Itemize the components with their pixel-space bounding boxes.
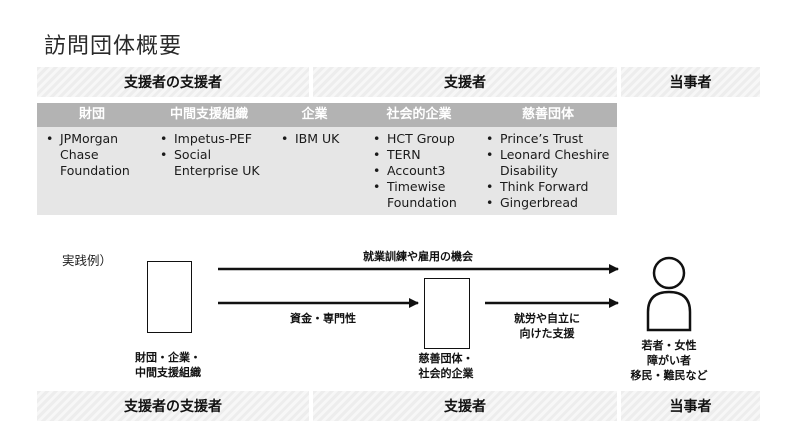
list-intermediary: Impetus-PEF Social Enterprise UK: [158, 131, 270, 179]
category-label: 当事者: [669, 399, 712, 415]
category-label: 支援者の支援者: [124, 399, 222, 415]
column-header-foundation: 財団: [78, 107, 105, 122]
page-title: 訪問団体概要: [44, 34, 183, 59]
column-header-intermediary: 中間支援組織: [169, 107, 248, 122]
list-item: Prince’s Trust: [484, 131, 618, 147]
category-label: 支援者の支援者: [124, 75, 222, 91]
list-item: HCT Group: [371, 131, 479, 147]
funder-box: [147, 261, 192, 333]
beneficiary-caption: 若者・女性 障がい者 移民・難民など: [630, 339, 708, 382]
list-item: Account3: [371, 163, 479, 179]
arrow-label-funding: 資金・専門性: [290, 312, 356, 325]
column-header-social-enterprise: 社会的企業: [386, 107, 452, 122]
column-header-company: 企業: [301, 107, 328, 122]
list-foundation: JPMorgan Chase Foundation: [44, 131, 148, 179]
list-item: TERN: [371, 147, 479, 163]
arrow-label-support: 就労や自立に 向けた支援: [514, 312, 580, 340]
column-header-bar: [37, 103, 617, 127]
list-item: Social Enterprise UK: [158, 147, 270, 179]
category-label: 支援者: [444, 399, 486, 415]
list-item: JPMorgan Chase Foundation: [44, 131, 148, 179]
arrow-label-opportunities: 就業訓練や雇用の機会: [363, 250, 473, 263]
column-header-charity: 慈善団体: [521, 107, 574, 122]
list-charity: Prince’s Trust Leonard Cheshire Disabili…: [484, 131, 618, 211]
charity-box: [424, 278, 470, 349]
funder-caption: 財団・企業・ 中間支援組織: [135, 351, 201, 379]
list-item: IBM UK: [279, 131, 361, 147]
charity-caption: 慈善団体・ 社会的企業: [418, 352, 474, 380]
category-band-bottom-beneficiaries: 当事者: [621, 391, 760, 421]
list-item: Impetus-PEF: [158, 131, 270, 147]
person-icon: [646, 256, 692, 332]
list-item: Think Forward: [484, 179, 618, 195]
list-item: Gingerbread: [484, 195, 618, 211]
category-band-bottom-supporters-of-supporters: 支援者の支援者: [37, 391, 309, 421]
list-company: IBM UK: [279, 131, 361, 147]
category-label: 当事者: [669, 75, 712, 91]
category-band-top-beneficiaries: 当事者: [621, 67, 760, 97]
category-band-top-supporters-of-supporters: 支援者の支援者: [37, 67, 309, 97]
list-item: Timewise Foundation: [371, 179, 479, 211]
example-label: 実践例）: [62, 253, 113, 268]
category-label: 支援者: [444, 75, 486, 91]
category-band-top-supporters: 支援者: [313, 67, 617, 97]
category-band-bottom-supporters: 支援者: [313, 391, 617, 421]
list-item: Leonard Cheshire Disability: [484, 147, 618, 179]
list-social-enterprise: HCT Group TERN Account3 Timewise Foundat…: [371, 131, 479, 211]
